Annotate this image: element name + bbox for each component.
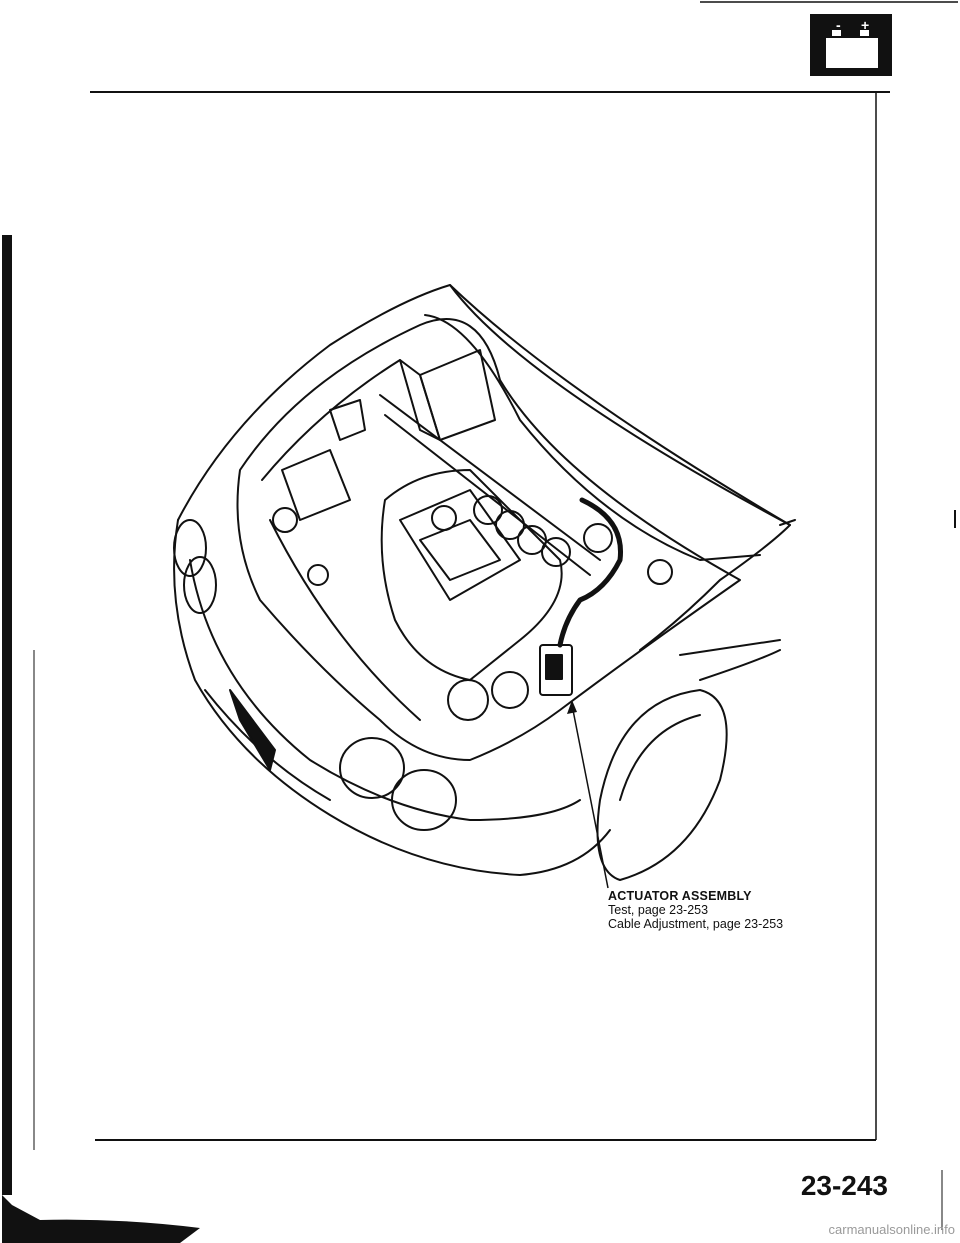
binding-edge	[2, 235, 200, 1243]
battery-icon: - +	[810, 14, 892, 76]
callout-title: ACTUATOR ASSEMBLY	[608, 889, 752, 903]
engine-bay-illustration	[173, 284, 796, 881]
callout-cable-adjustment-reference: Cable Adjustment, page 23-253	[608, 917, 784, 931]
callout-leader-line	[571, 704, 609, 889]
page-number: 23-243	[800, 1170, 888, 1201]
callout-test-reference: Test, page 23-253	[608, 903, 709, 917]
battery-minus-sign: -	[836, 17, 841, 33]
actuator-assembly-callout: ACTUATOR ASSEMBLY Test, page 23-253 Cabl…	[608, 889, 908, 931]
callout-arrowhead	[567, 700, 577, 714]
battery-plus-sign: +	[861, 17, 869, 33]
watermark: carmanualsonline.info	[828, 1222, 955, 1237]
